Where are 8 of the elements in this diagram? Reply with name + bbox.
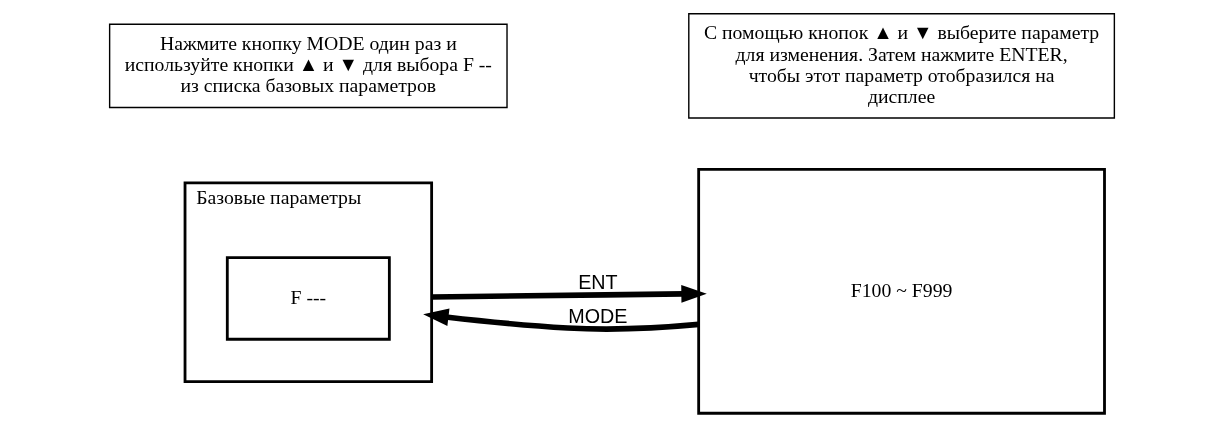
arrow [423,308,699,332]
edge-label: ENT [578,270,618,293]
node-box: Нажмите кнопку MODE один раз и используйте кнопки ▲ и ▼ для выбора F -- из списка базовых параметров [108,23,508,109]
node-box: С помощью кнопок ▲ и ▼ выберите параметр для изменения. Затем нажмите ENTER, чтобы этот параметр отобразился на дисплее [688,13,1116,119]
arrow [431,285,707,303]
node-box: F100 ~ F999 [697,168,1106,415]
node-box: F --- [225,256,391,341]
edge-label: MODE [568,304,628,327]
